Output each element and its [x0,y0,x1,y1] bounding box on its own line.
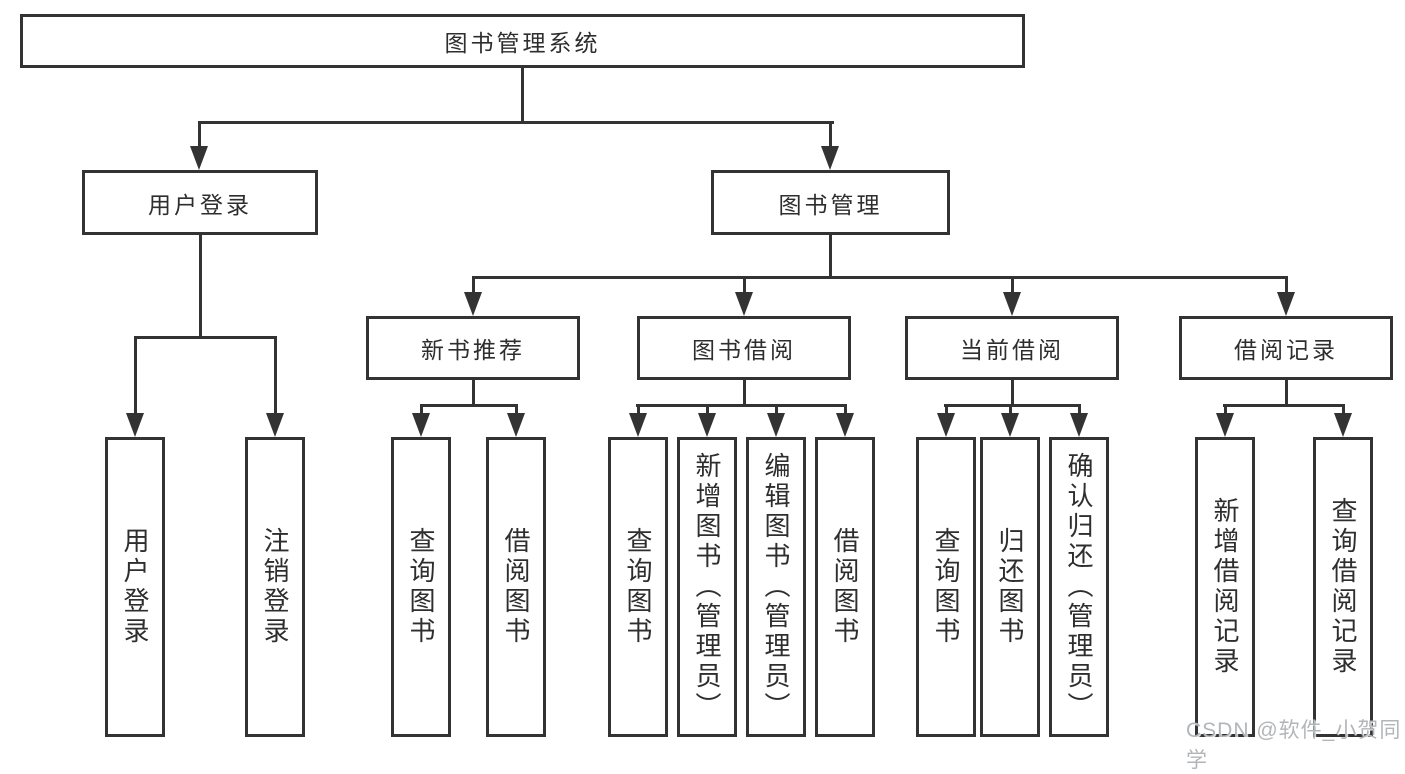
connector-line [472,276,475,292]
connector-line [637,404,640,413]
arrowhead-icon [629,413,647,437]
leaf-borrow-edit-books-label: 编辑图书（管理员） [761,452,791,722]
arrowhead-icon [836,413,854,437]
leaf-current-return-books: 归还图书 [980,437,1040,737]
connector-line [515,404,518,413]
node-borrowing-records: 借阅记录 [1179,316,1393,380]
leaf-logout-label: 注销登录 [260,527,290,647]
arrowhead-icon [266,413,284,437]
connector-line [1223,404,1345,407]
leaf-records-add-record: 新增借阅记录 [1195,437,1255,737]
leaf-borrow-query-books-label: 查询图书 [623,527,653,647]
leaf-borrow-edit-books: 编辑图书（管理员） [746,437,806,737]
leaf-logout: 注销登录 [245,437,305,737]
arrowhead-icon [735,292,753,316]
leaf-borrow-add-books-label: 新增图书（管理员） [692,452,722,722]
leaf-records-add-record-label: 新增借阅记录 [1210,497,1240,677]
connector-line [743,380,746,407]
node-root: 图书管理系统 [20,14,1025,68]
connector-line [1078,404,1081,413]
connector-line [775,404,778,413]
connector-line [134,336,137,413]
node-book-management: 图书管理 [711,170,950,235]
node-user-login: 用户登录 [82,170,318,235]
node-new-book-recommend: 新书推荐 [366,316,580,380]
arrowhead-icon [821,146,839,170]
leaf-borrow-borrow-books-label: 借阅图书 [830,527,860,647]
connector-line [274,336,277,413]
leaf-records-query-record-label: 查询借阅记录 [1328,497,1358,677]
leaf-borrow-borrow-books: 借阅图书 [815,437,875,737]
arrowhead-icon [1216,413,1234,437]
connector-line [1342,404,1345,413]
diagram-canvas: { "diagram": { "root": { "label": "图书管理系… [20,14,1401,772]
arrowhead-icon [767,413,785,437]
connector-line [829,235,832,279]
connector-line [1285,276,1288,292]
connector-line [198,121,834,124]
leaf-recommend-borrow-books-label: 借阅图书 [501,527,531,647]
arrowhead-icon [1003,292,1021,316]
arrowhead-icon [937,413,955,437]
connector-line [199,235,202,339]
connector-line [1285,380,1288,407]
leaf-user-login: 用户登录 [105,437,165,737]
leaf-current-query-books: 查询图书 [916,437,976,737]
connector-line [198,121,201,146]
connector-line [706,404,709,413]
leaf-recommend-borrow-books: 借阅图书 [486,437,546,737]
leaf-user-login-label: 用户登录 [120,527,150,647]
connector-line [1009,404,1012,413]
arrowhead-icon [464,292,482,316]
connector-line [944,404,1081,407]
leaf-borrow-add-books: 新增图书（管理员） [677,437,737,737]
arrowhead-icon [412,413,430,437]
leaf-current-return-books-label: 归还图书 [995,527,1025,647]
leaf-recommend-query-books-label: 查询图书 [406,527,436,647]
leaf-borrow-query-books: 查询图书 [608,437,668,737]
connector-line [472,380,475,407]
arrowhead-icon [1070,413,1088,437]
connector-line [743,276,746,292]
connector-line [1011,380,1014,407]
connector-line [134,336,277,339]
connector-line [636,404,847,407]
connector-line [420,404,423,413]
leaf-current-confirm-return-label: 确认归还（管理员） [1064,452,1094,722]
node-book-borrowing: 图书借阅 [637,316,851,380]
arrowhead-icon [1334,413,1352,437]
connector-line [1011,276,1014,292]
arrowhead-icon [126,413,144,437]
arrowhead-icon [507,413,525,437]
connector-line [1224,404,1227,413]
connector-line [829,121,832,146]
connector-line [945,404,948,413]
leaf-current-confirm-return: 确认归还（管理员） [1049,437,1109,737]
leaf-current-query-books-label: 查询图书 [931,527,961,647]
arrowhead-icon [698,413,716,437]
arrowhead-icon [1277,292,1295,316]
connector-line [420,404,518,407]
leaf-recommend-query-books: 查询图书 [391,437,451,737]
arrowhead-icon [190,146,208,170]
watermark: CSDN @软件_小贺同学 [1186,719,1402,772]
node-current-borrowing: 当前借阅 [905,316,1119,380]
connector-line [521,68,524,124]
leaf-records-query-record: 查询借阅记录 [1313,437,1373,737]
connector-line [844,404,847,413]
arrowhead-icon [1001,413,1019,437]
connector-line [472,276,1288,279]
